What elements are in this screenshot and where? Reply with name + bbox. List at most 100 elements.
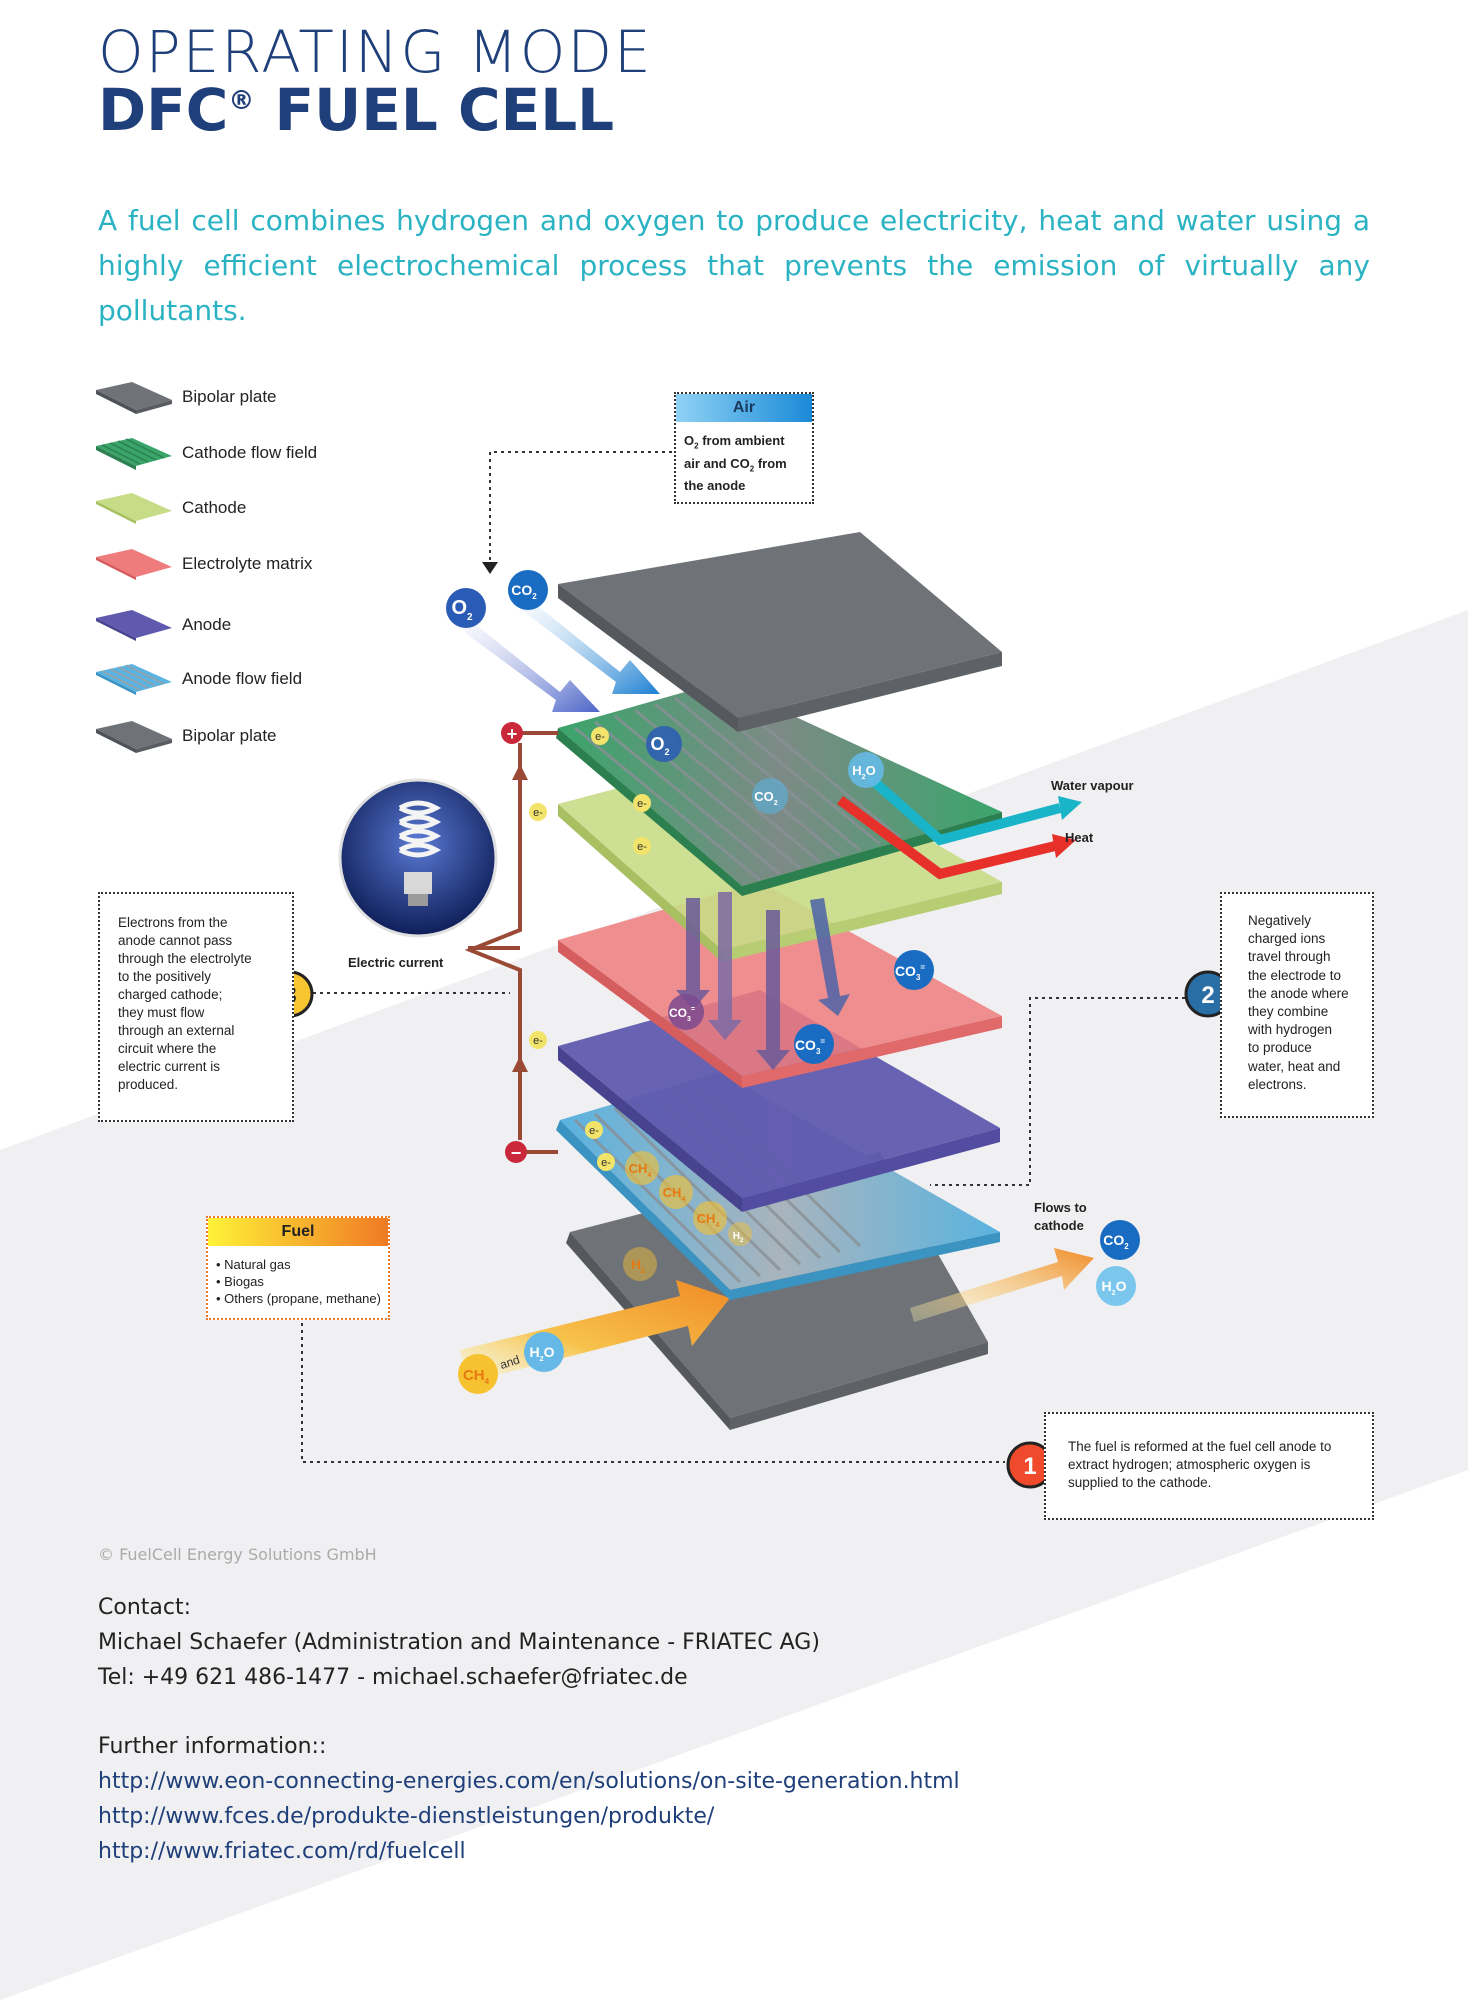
svg-text:−: − — [511, 1143, 522, 1163]
intro-paragraph: A fuel cell combines hydrogen and oxygen… — [98, 204, 1370, 327]
ch4-molecule-fuel: CH4 — [458, 1354, 498, 1394]
cathode-flow-field-swatch-icon — [96, 438, 172, 470]
svg-text:CO2: CO2 — [1103, 1232, 1129, 1251]
o2-inlet-arrow — [464, 620, 600, 712]
heat-arrow — [837, 795, 1057, 880]
flows-to-label-line2: cathode — [1034, 1218, 1084, 1233]
title-fuel-cell: FUEL CELL — [254, 76, 615, 144]
svg-text:CH4: CH4 — [629, 1161, 652, 1179]
copyright: © FuelCell Energy Solutions GmbH — [98, 1545, 377, 1564]
svg-text:1: 1 — [1023, 1453, 1036, 1480]
svg-text:O2: O2 — [650, 734, 669, 757]
legend-label: Bipolar plate — [182, 726, 277, 745]
svg-text:2: 2 — [1201, 982, 1214, 1009]
bipolar-plate-top — [558, 532, 1002, 732]
fuel-box-title: Fuel — [208, 1218, 388, 1246]
svg-text:e-: e- — [637, 841, 647, 853]
positive-terminal: + — [501, 722, 523, 744]
svg-text:CO2: CO2 — [511, 582, 537, 601]
anode-flow-field-swatch-icon — [96, 664, 172, 695]
page-title-line2: DFC® FUEL CELL — [98, 76, 614, 144]
cathode-swatch-icon — [96, 493, 172, 524]
legend-label: Cathode flow field — [182, 443, 318, 462]
registered-mark: ® — [228, 86, 255, 116]
contact-label: Contact: — [98, 1595, 192, 1620]
fuel-info-box: Fuel • Natural gas • Biogas • Others (pr… — [206, 1216, 390, 1320]
svg-text:e-: e- — [601, 1157, 611, 1169]
legend-label: Electrolyte matrix — [182, 554, 313, 573]
anode-layer — [558, 990, 1000, 1212]
further-info-label: Further information:: — [98, 1734, 327, 1759]
callout-1-box: The fuel is reformed at the fuel cell an… — [1044, 1412, 1374, 1520]
co3-ion-center: CO3= — [794, 1024, 834, 1064]
contact-name: Michael Schaefer (Administration and Mai… — [98, 1630, 820, 1655]
svg-text:CO3=: CO3= — [795, 1037, 825, 1056]
co3-ion-left: CO3= — [668, 994, 704, 1030]
flows-to-label-line1: Flows to — [1034, 1200, 1087, 1215]
svg-text:H2O: H2O — [1102, 1278, 1127, 1297]
svg-text:H2O: H2O — [530, 1344, 555, 1363]
anode-swatch-icon — [96, 610, 172, 641]
air-info-box: Air O2 from ambient air and CO2 from the… — [674, 392, 814, 504]
callout-1-text: The fuel is reformed at the fuel cell an… — [1068, 1439, 1332, 1490]
legend-item-bipolar-plate: Bipolar plate — [96, 376, 436, 416]
ch4-molecule-2: CH4 — [659, 1175, 693, 1209]
bipolar-plate-swatch-icon — [96, 382, 172, 414]
legend-item-bipolar-plate-bottom: Bipolar plate — [96, 715, 436, 755]
contact-section: Contact: Michael Schaefer (Administratio… — [98, 1590, 960, 1869]
ch4-molecule-1: CH4 — [625, 1151, 659, 1185]
svg-text:CH4: CH4 — [663, 1185, 686, 1203]
co2-molecule-cathode: CO2 — [752, 778, 788, 814]
title-dfc: DFC — [98, 76, 229, 144]
legend-item-cathode: Cathode — [96, 487, 436, 527]
flows-to-cathode-arrow — [910, 1248, 1094, 1322]
svg-text:e-: e- — [533, 807, 543, 819]
svg-text:e-: e- — [595, 731, 605, 743]
h2-molecule-1: H2 — [623, 1247, 657, 1281]
electrons: e- e- e- e- e- e- e- — [529, 727, 651, 1171]
heat-label: Heat — [1065, 830, 1094, 845]
legend-item-anode-flow-field: Anode flow field — [96, 658, 436, 698]
link-fces[interactable]: http://www.fces.de/produkte-dienstleistu… — [98, 1804, 715, 1829]
co2-molecule-outlet: CO2 — [1100, 1220, 1140, 1260]
o2-molecule-inlet: O2 — [446, 588, 486, 628]
air-box-text: O2 from ambient air and CO2 from the ano… — [684, 433, 787, 494]
legend-label: Bipolar plate — [182, 387, 277, 406]
legend-label: Anode — [182, 615, 232, 634]
h2o-molecule-outlet: H2O — [1096, 1266, 1136, 1306]
water-vapour-arrow — [866, 774, 1062, 846]
link-eon[interactable]: http://www.eon-connecting-energies.com/e… — [98, 1769, 960, 1794]
svg-text:CH4: CH4 — [463, 1367, 490, 1386]
svg-text:O2: O2 — [451, 597, 473, 623]
h2o-molecule-fuel: H2O — [524, 1332, 564, 1372]
external-circuit — [464, 731, 558, 1154]
leader-lines — [292, 451, 1185, 1463]
svg-text:e-: e- — [533, 1035, 543, 1047]
svg-text:CH4: CH4 — [697, 1211, 720, 1229]
ch4-molecule-3: CH4 — [693, 1201, 727, 1235]
spacer — [98, 1695, 960, 1729]
legend-label: Anode flow field — [182, 669, 303, 688]
fuel-item: • Natural gas — [216, 1257, 291, 1272]
co2-inlet-arrow — [522, 598, 660, 694]
co2-molecule-inlet: CO2 — [508, 570, 548, 610]
contact-tel: Tel: +49 621 486-1477 - michael.schaefer… — [98, 1665, 688, 1690]
legend-item-cathode-flow-field: Cathode flow field — [96, 432, 436, 472]
light-bulb-icon — [338, 778, 498, 938]
svg-text:H2: H2 — [733, 1231, 744, 1244]
co3-ion-right: CO3= — [894, 950, 934, 990]
ion-flow-arrows — [676, 892, 850, 1070]
and-label: and — [498, 1352, 521, 1372]
svg-text:CO2: CO2 — [754, 789, 778, 807]
svg-text:H2: H2 — [631, 1257, 644, 1275]
svg-text:CO3=: CO3= — [669, 1006, 695, 1023]
page-title-line1: OPERATING MODE — [98, 18, 653, 86]
electric-current-label: Electric current — [348, 955, 444, 970]
h2o-molecule-cathode: H2O — [848, 752, 884, 788]
h2-molecule-2: H2 — [728, 1222, 752, 1246]
o2-molecule-cathode: O2 — [646, 726, 682, 762]
link-friatec[interactable]: http://www.friatec.com/rd/fuelcell — [98, 1839, 466, 1864]
fuel-item: • Others (propane, methane) — [216, 1291, 381, 1306]
